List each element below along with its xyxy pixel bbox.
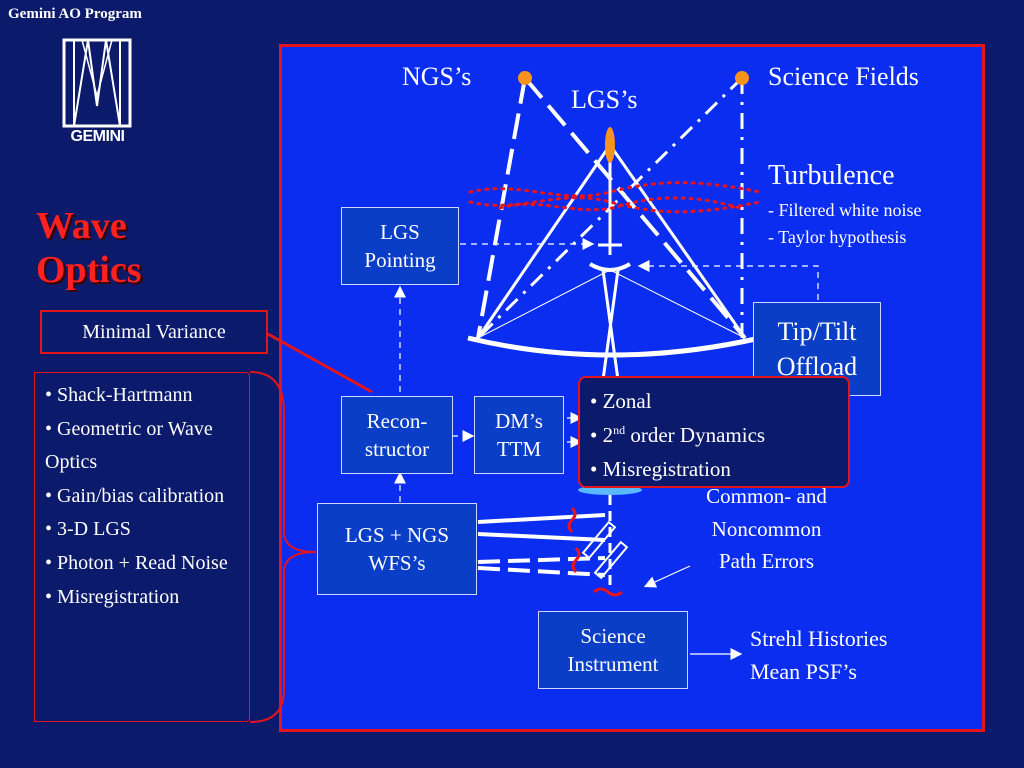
lgs-star <box>605 127 615 163</box>
box-line: structor <box>364 437 430 461</box>
science-star <box>735 71 749 85</box>
slide-title-line-1: Wave <box>36 205 127 247</box>
minimal-variance-connector <box>267 332 373 394</box>
note-misregistration: • Misregistration <box>590 457 731 482</box>
turbulence-layers <box>468 181 762 214</box>
ngs-star <box>518 71 532 85</box>
gemini-logo <box>62 38 132 128</box>
strehl-outputs-label: Strehl Histories Mean PSF’s <box>750 622 888 688</box>
strehl-line: Mean PSF’s <box>750 659 857 684</box>
lgs-label: LGS’s <box>571 85 638 114</box>
path-errors-label: Common- and Noncommon Path Errors <box>684 480 849 578</box>
lgs-pointing-box: LGS Pointing <box>341 207 459 285</box>
wfs-options-list: • Shack-Hartmann • Geometric or Wave Opt… <box>34 372 250 722</box>
note-zonal: • Zonal <box>590 389 652 413</box>
box-line: Pointing <box>364 248 436 272</box>
path-errors-line: Noncommon <box>711 516 822 541</box>
box-line: Tip/Tilt <box>777 316 857 346</box>
box-line: Science <box>580 623 646 648</box>
focus-lines <box>477 269 746 339</box>
lgs-beams <box>476 144 747 339</box>
wfs-options-brace <box>249 371 317 723</box>
box-line: LGS + NGS <box>344 522 450 547</box>
science-fields-label: Science Fields <box>768 62 919 91</box>
slide-title-line-2: Optics <box>36 248 142 291</box>
box-line: LGS <box>380 219 420 244</box>
box-line: Recon- <box>366 408 428 433</box>
reconstructor-notes-callout: • Zonal • 2nd order Dynamics • Misregist… <box>578 376 850 488</box>
wfs-option-item: • Gain/bias calibration <box>45 484 225 507</box>
wfs-option-item: • Shack-Hartmann <box>45 384 193 406</box>
note-dynamics-suffix: order Dynamics <box>625 423 766 448</box>
turbulence-note: - Filtered white noise <box>768 200 922 220</box>
wfs-option-item: • Misregistration <box>45 585 180 608</box>
box-line: DM’s <box>495 408 543 433</box>
wfs-option-item: • Photon + Read Noise <box>45 551 228 574</box>
note-dynamics-sup: nd <box>613 423 626 438</box>
box-line: Instrument <box>567 652 659 676</box>
turbulence-title: Turbulence <box>768 160 895 191</box>
program-title: Gemini AO Program <box>8 6 142 22</box>
note-dynamics: • 2nd order Dynamics <box>590 418 838 452</box>
wfs-box: LGS + NGS WFS’s <box>317 503 477 595</box>
box-line: TTM <box>496 437 542 461</box>
strehl-line: Strehl Histories <box>750 626 888 651</box>
wfs-option-item: • 3-D LGS <box>45 518 131 541</box>
gemini-logo-text: GEMINI <box>70 128 125 145</box>
wfs-option-item: • Geometric or Wave Optics <box>45 417 213 474</box>
primary-mirror <box>467 335 761 358</box>
path-errors-line: Path Errors <box>718 549 815 574</box>
note-dynamics-prefix: • 2 <box>590 423 614 448</box>
minimal-variance-callout: Minimal Variance <box>40 310 268 354</box>
path-errors-line: Common- and <box>706 484 827 508</box>
reconstructor-box: Recon-structor <box>341 396 453 474</box>
secondary-mirror <box>588 262 632 272</box>
slide-title: Wave Optics <box>36 205 142 292</box>
turbulence-note: - Taylor hypothesis <box>768 227 907 247</box>
ngs-label: NGS’s <box>402 62 472 91</box>
box-line: WFS’s <box>368 551 426 575</box>
